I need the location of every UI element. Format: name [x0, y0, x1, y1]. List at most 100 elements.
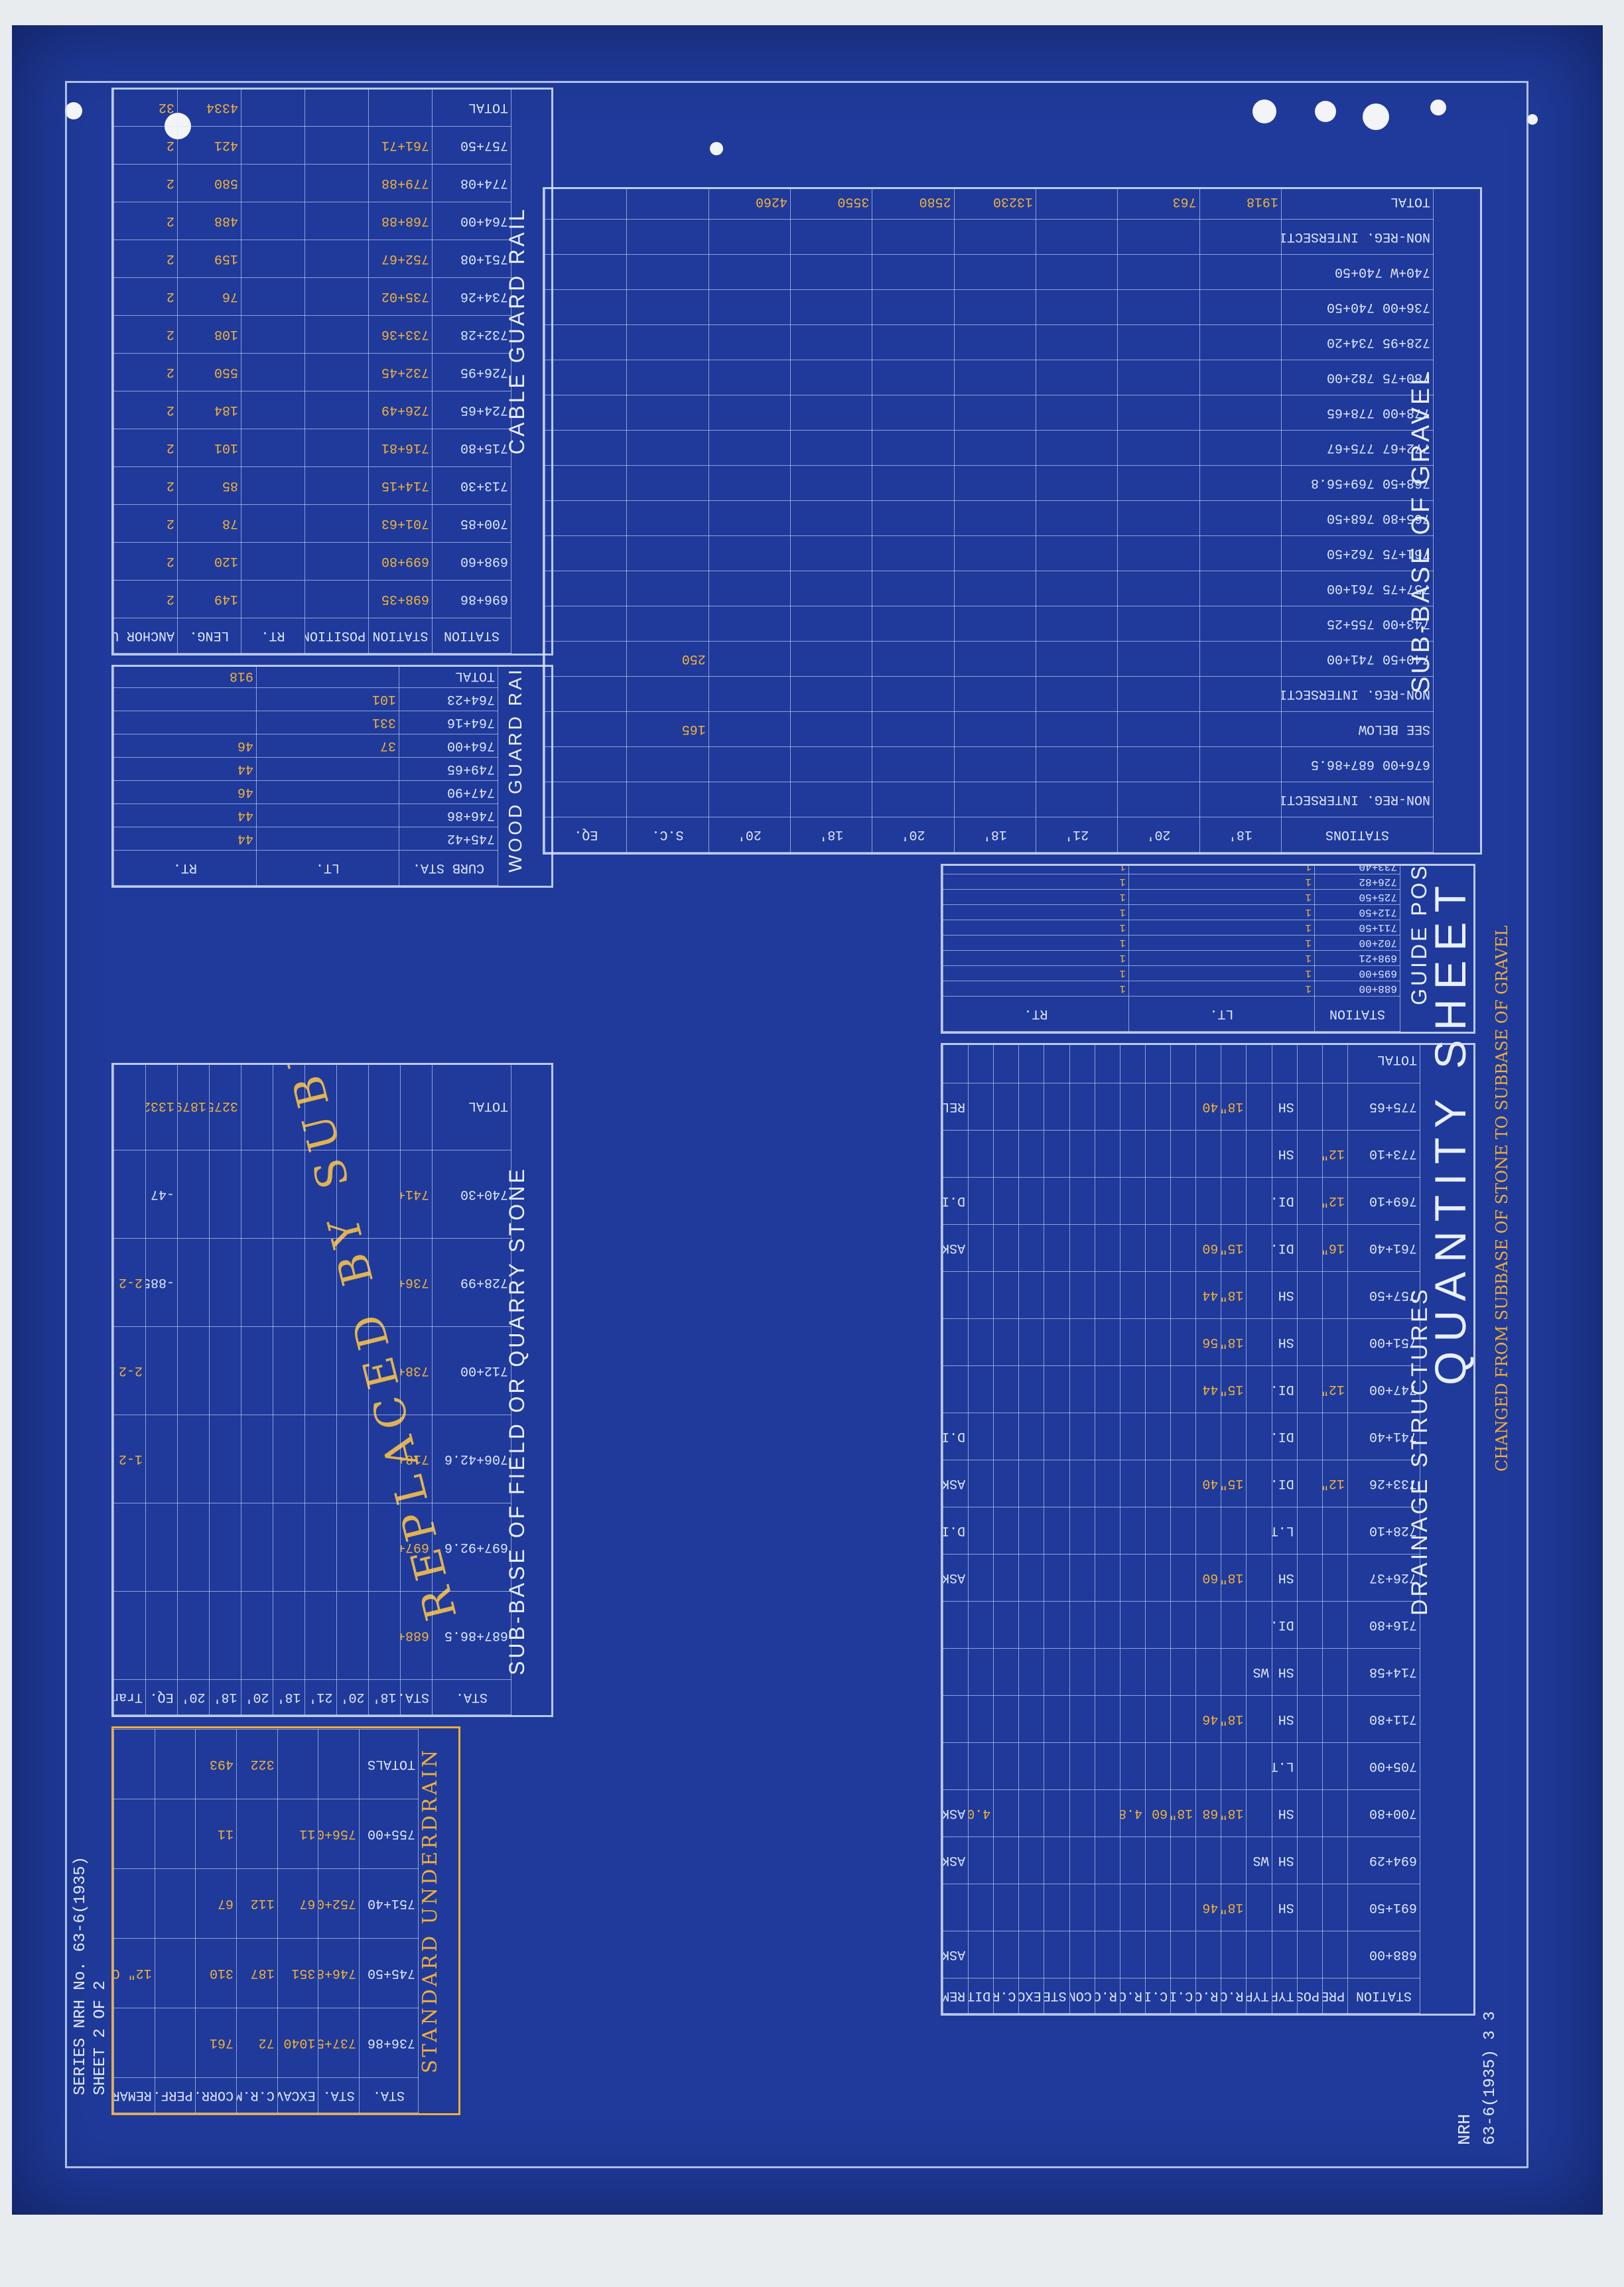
table-cell — [1095, 1413, 1120, 1460]
table-cell — [993, 1695, 1019, 1743]
table-cell — [709, 676, 791, 712]
column-header: LT. — [256, 850, 399, 886]
table-cell — [790, 254, 872, 290]
column-header: R.C.BOX Leng. — [1095, 1978, 1120, 2014]
table-cell — [113, 687, 257, 711]
table-cell — [993, 1648, 1019, 1696]
table-cell — [209, 1150, 241, 1239]
table-cell — [1322, 1601, 1348, 1649]
table-cell — [1322, 1043, 1348, 1083]
table-cell — [1117, 465, 1200, 501]
table-cell: 733+40 — [1314, 864, 1400, 874]
table-cell: ASKEW — [943, 1837, 969, 1884]
table-cell — [304, 1326, 337, 1415]
table-cell: 56 — [1195, 1318, 1221, 1366]
table-cell — [1199, 395, 1282, 431]
table-cell: 1040 — [277, 2008, 318, 2078]
table-cell — [1170, 1695, 1196, 1743]
table-cell — [304, 315, 369, 354]
column-header: 20' — [872, 817, 955, 853]
table-cell: 757+75 761+00 — [1281, 571, 1434, 606]
table-cell: 732+28 — [432, 315, 511, 354]
table-cell: 85 — [177, 466, 241, 505]
table-row: 780+75 782+00 — [545, 360, 1434, 395]
table-cell — [968, 1507, 994, 1555]
table-cell — [872, 711, 955, 747]
table-cell — [1170, 1271, 1196, 1319]
table-cell — [1018, 1837, 1044, 1884]
table-cell — [1117, 606, 1200, 642]
table-cell: 67 — [195, 1868, 237, 1939]
table-cell: 763 — [1117, 187, 1200, 220]
table-cell — [968, 1601, 994, 1649]
table-cell — [241, 353, 305, 391]
table-cell — [1120, 1460, 1146, 1507]
table-cell — [1120, 1177, 1146, 1225]
column-header: TYPE — [1272, 1978, 1298, 2014]
table-cell: 745+50 — [359, 1938, 419, 2008]
table-cell — [993, 1413, 1019, 1460]
table-row: 772+67 775+67 — [545, 430, 1434, 466]
table-cell — [1170, 1837, 1196, 1884]
table-cell — [790, 430, 872, 466]
table-cell — [155, 2008, 196, 2078]
table-cell — [943, 1648, 969, 1696]
table-cell — [1145, 1601, 1171, 1649]
table-cell — [872, 535, 955, 571]
table-cell — [1018, 1507, 1044, 1555]
column-header: STA. — [400, 1679, 433, 1715]
table-cell — [1199, 324, 1282, 360]
table-cell: SH — [1272, 1554, 1298, 1602]
table-cell — [1322, 1554, 1348, 1602]
table-cell — [1199, 746, 1282, 782]
table-cell: 2 — [113, 240, 178, 278]
column-header: STATIONS — [1281, 817, 1434, 853]
sheet-reference: 63-6(1935) 3 3 — [1481, 2011, 1499, 2145]
table-row: 705+00L.Type — [943, 1742, 1420, 1790]
table-cell — [790, 465, 872, 501]
table-row: TOTAL32756187971332 — [113, 1063, 511, 1150]
table-cell: ASKEW — [943, 1460, 969, 1507]
table-cell — [241, 164, 305, 202]
table-cell — [273, 1150, 305, 1239]
table-cell — [368, 1326, 401, 1415]
table-cell: TOTAL — [1281, 187, 1434, 220]
table-cell — [872, 254, 955, 290]
column-header: 18' — [368, 1679, 401, 1715]
table-cell — [256, 803, 399, 827]
table-cell — [1221, 1837, 1247, 1884]
table-cell — [1322, 1695, 1348, 1743]
table-cell: 40 — [1195, 1460, 1221, 1507]
table-cell — [336, 1238, 369, 1327]
table-cell: 746+86 — [399, 803, 498, 827]
table-cell — [790, 324, 872, 360]
table-cell — [954, 219, 1036, 255]
table-cell — [1145, 1695, 1171, 1743]
table-cell — [1069, 1460, 1095, 1507]
table-cell — [1069, 1789, 1095, 1837]
table-cell — [993, 1460, 1019, 1507]
table-cell: 18" — [1221, 1083, 1247, 1131]
table-cell: NON-REG. INTERSECTION — [1281, 676, 1434, 712]
table-cell: 12" C.M.P. — [1322, 1130, 1348, 1178]
table-cell — [872, 571, 955, 606]
table-cell — [993, 1318, 1019, 1366]
table-cell — [872, 360, 955, 395]
table-cell — [993, 1601, 1019, 1649]
table-cell — [1195, 1130, 1221, 1178]
table-cell — [545, 360, 627, 395]
table-cell — [241, 466, 305, 505]
table-cell: 2580 — [872, 187, 955, 220]
table-cell — [1018, 1365, 1044, 1413]
table-cell: 1 — [1128, 904, 1315, 920]
table-cell — [1170, 1043, 1196, 1083]
table-cell — [954, 535, 1036, 571]
table-cell — [1095, 1695, 1120, 1743]
table-cell: 751+00 — [1347, 1318, 1420, 1366]
